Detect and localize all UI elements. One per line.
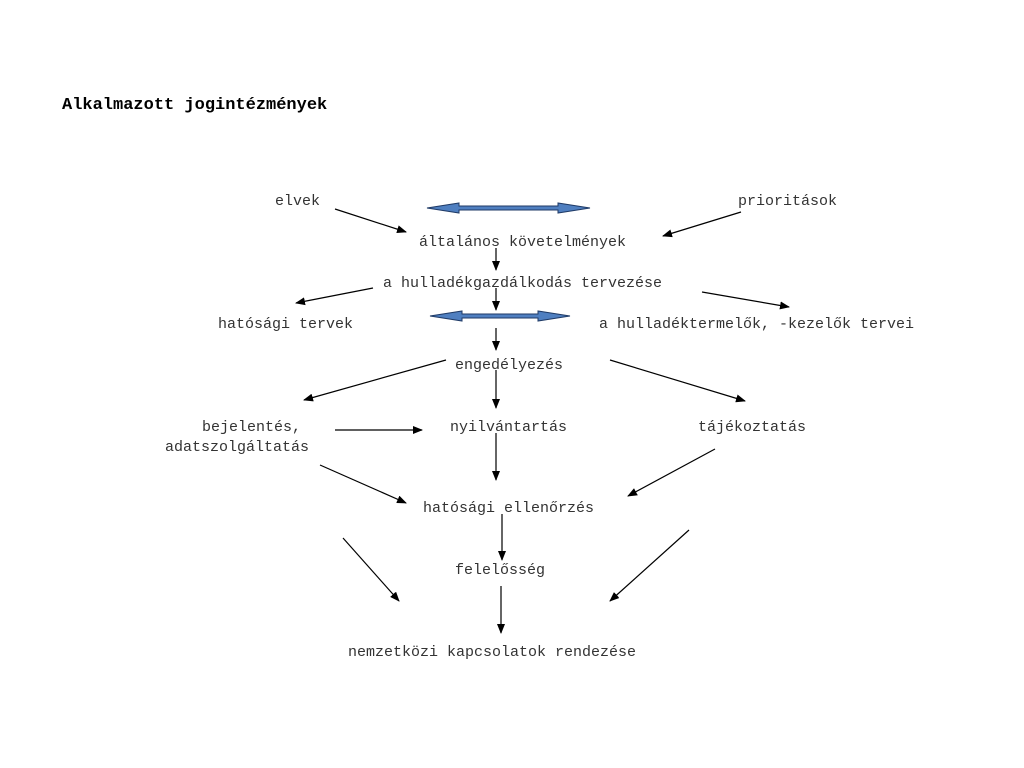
double-arrow-top: [426, 202, 591, 214]
double-arrow-middle: [429, 310, 571, 322]
node-hulladekgazdalkodas-tervezese: a hulladékgazdálkodás tervezése: [383, 275, 663, 292]
arrow-adatszolgaltatas-to-ellenorzes: [319, 464, 407, 504]
arrow-tervezes-to-termelok: [701, 291, 790, 310]
node-hatosagi-tervek: hatósági tervek: [218, 316, 354, 333]
arrow-engedelyezes-to-tajekoztatas: [609, 359, 746, 403]
node-adatszolgaltatas: adatszolgáltatás: [165, 439, 310, 456]
node-bejelentes: bejelentés,: [202, 419, 302, 436]
node-engedelyezes: engedélyezés: [455, 357, 564, 374]
arrow-prioritasok-to-altalanos: [662, 211, 742, 238]
node-nyilvantartas: nyilvántartás: [450, 419, 568, 436]
arrow-tervezes-to-hatosagi-tervek: [295, 287, 374, 306]
arrow-right-to-nemzetkozi: [609, 529, 690, 602]
node-prioritasok: prioritások: [738, 193, 838, 210]
node-hatosagi-ellenorzes: hatósági ellenőrzés: [423, 500, 595, 517]
node-termelok-kezelok-tervei: a hulladéktermelők, -kezelők tervei: [599, 316, 915, 333]
node-felelosseg: felelősség: [455, 562, 546, 579]
arrow-engedelyezes-to-bejelentes: [303, 359, 447, 402]
arrow-left-to-nemzetkozi: [342, 537, 400, 602]
arrow-elvek-to-altalanos: [334, 208, 407, 234]
node-altalanos-kovetelmenyek: általános követelmények: [419, 234, 627, 251]
page-title: Alkalmazott jogintézmények: [62, 96, 328, 115]
arrow-tajekoztatas-to-ellenorzes: [627, 448, 716, 497]
node-nemzetkozi-kapcsolatok: nemzetközi kapcsolatok rendezése: [348, 644, 637, 661]
node-elvek: elvek: [275, 193, 321, 210]
node-tajekoztatas: tájékoztatás: [698, 419, 807, 436]
